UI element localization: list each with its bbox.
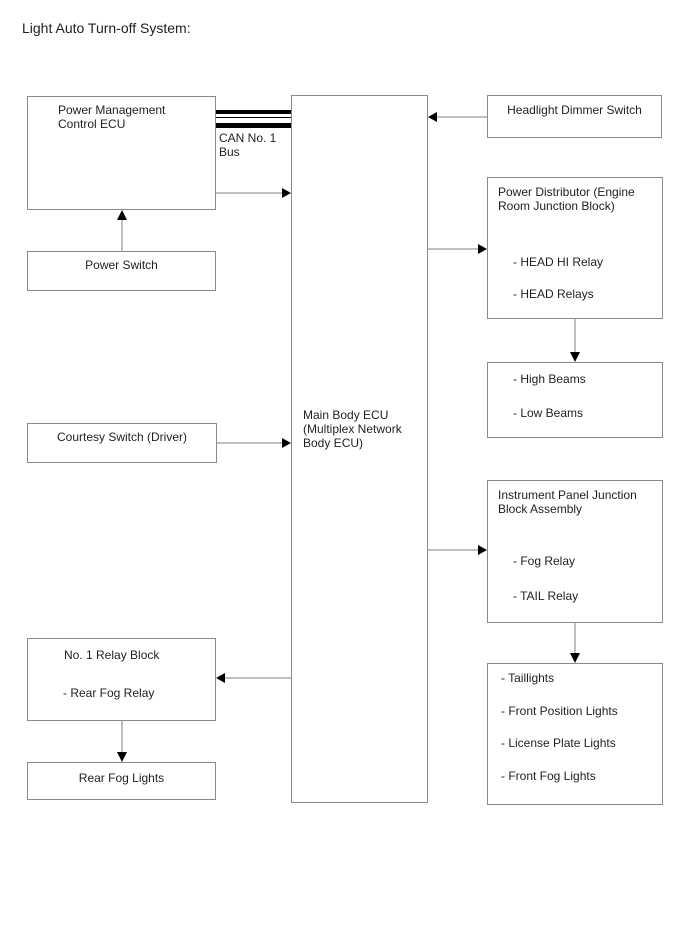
main-body-ecu-label-line1: Main Body ECU	[303, 408, 389, 422]
can-bus-bar-top	[216, 110, 291, 114]
arrowhead-relayblock-to-rearfog	[117, 752, 127, 762]
box-headlight-dimmer-switch: Headlight Dimmer Switch	[487, 95, 662, 138]
exterior-lights-item-front-fog: - Front Fog Lights	[501, 769, 596, 783]
instrument-panel-title-line1: Instrument Panel Junction	[498, 488, 637, 502]
box-instrument-panel-junction: Instrument Panel Junction Block Assembly…	[487, 480, 663, 623]
can-bus-bar-bottom	[216, 123, 291, 128]
power-management-ecu-label-line2: Control ECU	[58, 117, 126, 131]
can-bus-label-line1: CAN No. 1	[219, 131, 277, 145]
relay-block-title: No. 1 Relay Block	[64, 648, 160, 662]
box-beams: - High Beams - Low Beams	[487, 362, 663, 438]
box-relay-block: No. 1 Relay Block - Rear Fog Relay	[27, 638, 216, 721]
rear-fog-lights-label: Rear Fog Lights	[78, 771, 165, 785]
arrowhead-main-to-instrument	[478, 545, 487, 555]
exterior-lights-item-front-position: - Front Position Lights	[501, 704, 618, 718]
box-power-switch: Power Switch	[27, 251, 216, 291]
connector-distributor-to-beams	[574, 319, 576, 353]
beams-item-low-beams: - Low Beams	[513, 406, 584, 420]
arrowhead-main-to-distributor	[478, 244, 487, 254]
headlight-dimmer-switch-label: Headlight Dimmer Switch	[507, 103, 642, 117]
box-rear-fog-lights: Rear Fog Lights	[27, 762, 216, 800]
can-bus-bar-middle	[216, 117, 291, 118]
box-exterior-lights: - Taillights - Front Position Lights - L…	[487, 663, 663, 805]
arrowhead-powerswitch-to-pm	[117, 210, 127, 220]
connector-main-to-distributor	[428, 248, 478, 250]
arrowhead-instrument-to-lights	[570, 653, 580, 663]
connector-main-to-instrument	[428, 549, 478, 551]
connector-pm-to-main	[216, 192, 282, 194]
can-bus-label-line2: Bus	[219, 145, 240, 159]
power-distributor-title-line2: Room Junction Block)	[498, 199, 615, 213]
connector-relayblock-to-rearfog	[121, 721, 123, 753]
instrument-panel-item-fog-relay: - Fog Relay	[513, 554, 576, 568]
arrowhead-courtesy-to-main	[282, 438, 291, 448]
courtesy-switch-label: Courtesy Switch (Driver)	[56, 430, 188, 444]
box-power-management-ecu: Power Management Control ECU	[27, 96, 216, 210]
box-power-distributor: Power Distributor (Engine Room Junction …	[487, 177, 663, 319]
instrument-panel-title-line2: Block Assembly	[498, 502, 583, 516]
power-management-ecu-label-line1: Power Management	[58, 103, 166, 117]
beams-item-high-beams: - High Beams	[513, 372, 586, 386]
instrument-panel-item-tail-relay: - TAIL Relay	[513, 589, 579, 603]
exterior-lights-item-license-plate: - License Plate Lights	[501, 736, 616, 750]
arrowhead-dimmer-to-main	[428, 112, 437, 122]
box-courtesy-switch: Courtesy Switch (Driver)	[27, 423, 217, 463]
relay-block-item-rear-fog-relay: - Rear Fog Relay	[63, 686, 155, 700]
arrowhead-pm-to-main	[282, 188, 291, 198]
connector-courtesy-to-main	[217, 442, 282, 444]
page-title: Light Auto Turn-off System:	[22, 20, 191, 36]
connector-dimmer-to-main	[437, 116, 487, 118]
connector-powerswitch-to-pm	[121, 219, 123, 251]
connector-instrument-to-lights	[574, 623, 576, 654]
power-distributor-title-line1: Power Distributor (Engine	[498, 185, 635, 199]
main-body-ecu-label-line3: Body ECU)	[303, 436, 364, 450]
arrowhead-distributor-to-beams	[570, 352, 580, 362]
power-switch-label: Power Switch	[85, 258, 158, 272]
power-distributor-item-head-hi-relay: - HEAD HI Relay	[513, 255, 604, 269]
exterior-lights-item-taillights: - Taillights	[501, 671, 555, 685]
arrowhead-main-to-relayblock	[216, 673, 225, 683]
box-main-body-ecu: Main Body ECU (Multiplex Network Body EC…	[291, 95, 428, 803]
main-body-ecu-label-line2: (Multiplex Network	[303, 422, 402, 436]
power-distributor-item-head-relays: - HEAD Relays	[513, 287, 594, 301]
connector-main-to-relayblock	[225, 677, 291, 679]
